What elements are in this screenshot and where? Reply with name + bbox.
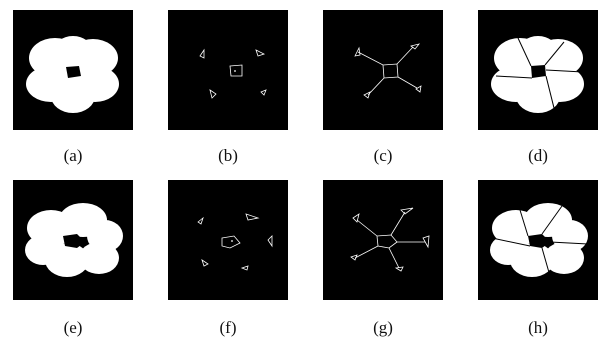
panel-d-segmented-blob bbox=[478, 10, 598, 130]
skeleton-graph-image bbox=[323, 10, 443, 130]
segmented-five-lobes-image bbox=[478, 180, 598, 300]
panel-c-skeleton-graph bbox=[323, 10, 443, 130]
blob-four-lobes-image bbox=[13, 10, 133, 130]
panel-g-skeleton-graph bbox=[323, 180, 443, 300]
caption-h: (h) bbox=[528, 318, 548, 337]
caption-a: (a) bbox=[63, 146, 83, 165]
seed-contours-image bbox=[168, 10, 288, 130]
caption-g: (g) bbox=[373, 318, 393, 337]
caption-c: (c) bbox=[373, 146, 393, 165]
panel-b-contour-seeds bbox=[168, 10, 288, 130]
panel-a-four-lobe-blob bbox=[13, 10, 133, 130]
panel-h-segmented-blob bbox=[478, 180, 598, 300]
segmented-four-lobes-image bbox=[478, 10, 598, 130]
panel-f-contour-seeds bbox=[168, 180, 288, 300]
panel-e-five-lobe-blob bbox=[13, 180, 133, 300]
caption-b: (b) bbox=[218, 146, 238, 165]
skeleton-graph-image-2 bbox=[323, 180, 443, 300]
seed-contours-image-2 bbox=[168, 180, 288, 300]
blob-five-lobes-image bbox=[13, 180, 133, 300]
caption-f: (f) bbox=[219, 318, 237, 337]
caption-e: (e) bbox=[63, 318, 83, 337]
caption-d: (d) bbox=[528, 146, 548, 165]
